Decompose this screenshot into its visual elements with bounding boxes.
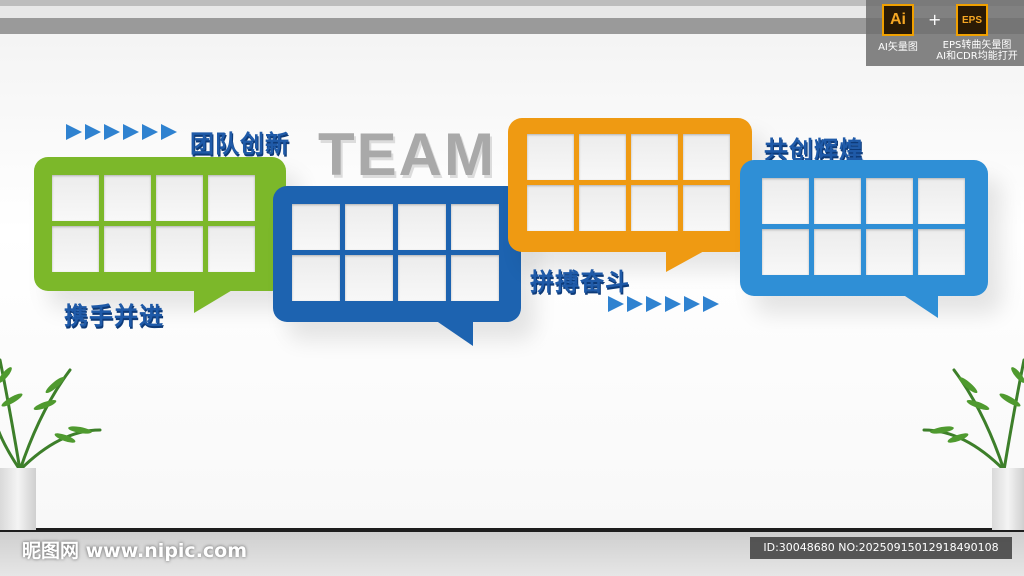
photo-slot <box>762 178 809 224</box>
photo-slot <box>579 185 626 231</box>
eps-caption-line2: AI和CDR均能打开 <box>936 51 1018 62</box>
photo-slot <box>104 175 151 221</box>
photo-slot <box>527 134 574 180</box>
image-id-bar: ID:30048680 NO:20250915012918490108 <box>750 537 1012 559</box>
photo-slot <box>918 229 965 275</box>
arrow-icon <box>684 296 700 312</box>
photo-slot <box>527 185 574 231</box>
caption-strive: 拼搏奋斗 <box>530 268 630 296</box>
photo-slot <box>104 226 151 272</box>
photo-slot <box>208 226 255 272</box>
arrow-icon <box>142 124 158 140</box>
photo-slot <box>814 178 861 224</box>
caption-team-innovation: 团队创新 <box>190 130 290 158</box>
eps-file-icon: EPS <box>956 4 988 36</box>
arrow-icon <box>85 124 101 140</box>
arrow-icon <box>66 124 82 140</box>
photo-slot <box>451 255 499 301</box>
eps-caption-line1: EPS转曲矢量图 <box>942 40 1012 51</box>
photo-slot <box>208 175 255 221</box>
photo-slot <box>345 204 393 250</box>
plus-sign: + <box>928 10 942 29</box>
photo-grid <box>292 204 499 301</box>
bubble-tail <box>435 320 473 346</box>
photo-slot <box>631 134 678 180</box>
plant-pot-left <box>0 468 36 530</box>
arrow-icon <box>665 296 681 312</box>
photo-slot <box>156 226 203 272</box>
caption-co-create: 共创辉煌 <box>764 136 864 164</box>
photo-frame-light-blue <box>740 160 988 318</box>
photo-slot <box>866 178 913 224</box>
photo-slot <box>683 185 730 231</box>
arrow-icon <box>123 124 139 140</box>
photo-slot <box>918 178 965 224</box>
photo-slot <box>156 175 203 221</box>
photo-slot <box>345 255 393 301</box>
arrow-row-top <box>66 124 177 140</box>
photo-frame-green <box>34 157 286 313</box>
arrow-row-bottom <box>608 296 719 312</box>
photo-slot <box>866 229 913 275</box>
photo-slot <box>631 185 678 231</box>
arrow-icon <box>646 296 662 312</box>
arrow-icon <box>627 296 643 312</box>
caption-hand-in-hand: 携手并进 <box>64 302 164 330</box>
bubble-tail <box>194 289 234 313</box>
photo-slot <box>52 175 99 221</box>
photo-slot <box>762 229 809 275</box>
photo-slot <box>814 229 861 275</box>
photo-grid <box>52 175 255 272</box>
photo-grid <box>527 134 730 231</box>
arrow-icon <box>161 124 177 140</box>
team-heading: TEAM <box>318 121 496 188</box>
photo-slot <box>398 204 446 250</box>
photo-frame-orange <box>508 118 752 272</box>
photo-slot <box>398 255 446 301</box>
site-watermark: 昵图网 www.nipic.com <box>22 540 248 562</box>
format-badge-panel: Ai + EPS AI矢量图 EPS转曲矢量图 AI和CDR均能打开 <box>866 0 1024 66</box>
photo-slot <box>579 134 626 180</box>
photo-slot <box>52 226 99 272</box>
photo-slot <box>292 204 340 250</box>
arrow-icon <box>104 124 120 140</box>
ceiling-band <box>0 0 1024 34</box>
ai-caption: AI矢量图 <box>878 42 918 53</box>
arrow-icon <box>703 296 719 312</box>
plant-left-icon <box>0 358 102 472</box>
photo-slot <box>683 134 730 180</box>
bubble-tail <box>666 250 706 272</box>
photo-grid <box>762 178 965 275</box>
photo-slot <box>451 204 499 250</box>
photo-frame-blue <box>273 186 521 346</box>
plant-pot-right <box>992 468 1024 530</box>
photo-slot <box>292 255 340 301</box>
ai-file-icon: Ai <box>882 4 914 36</box>
bubble-tail <box>902 294 938 318</box>
arrow-icon <box>608 296 624 312</box>
plant-right-icon <box>922 358 1024 472</box>
